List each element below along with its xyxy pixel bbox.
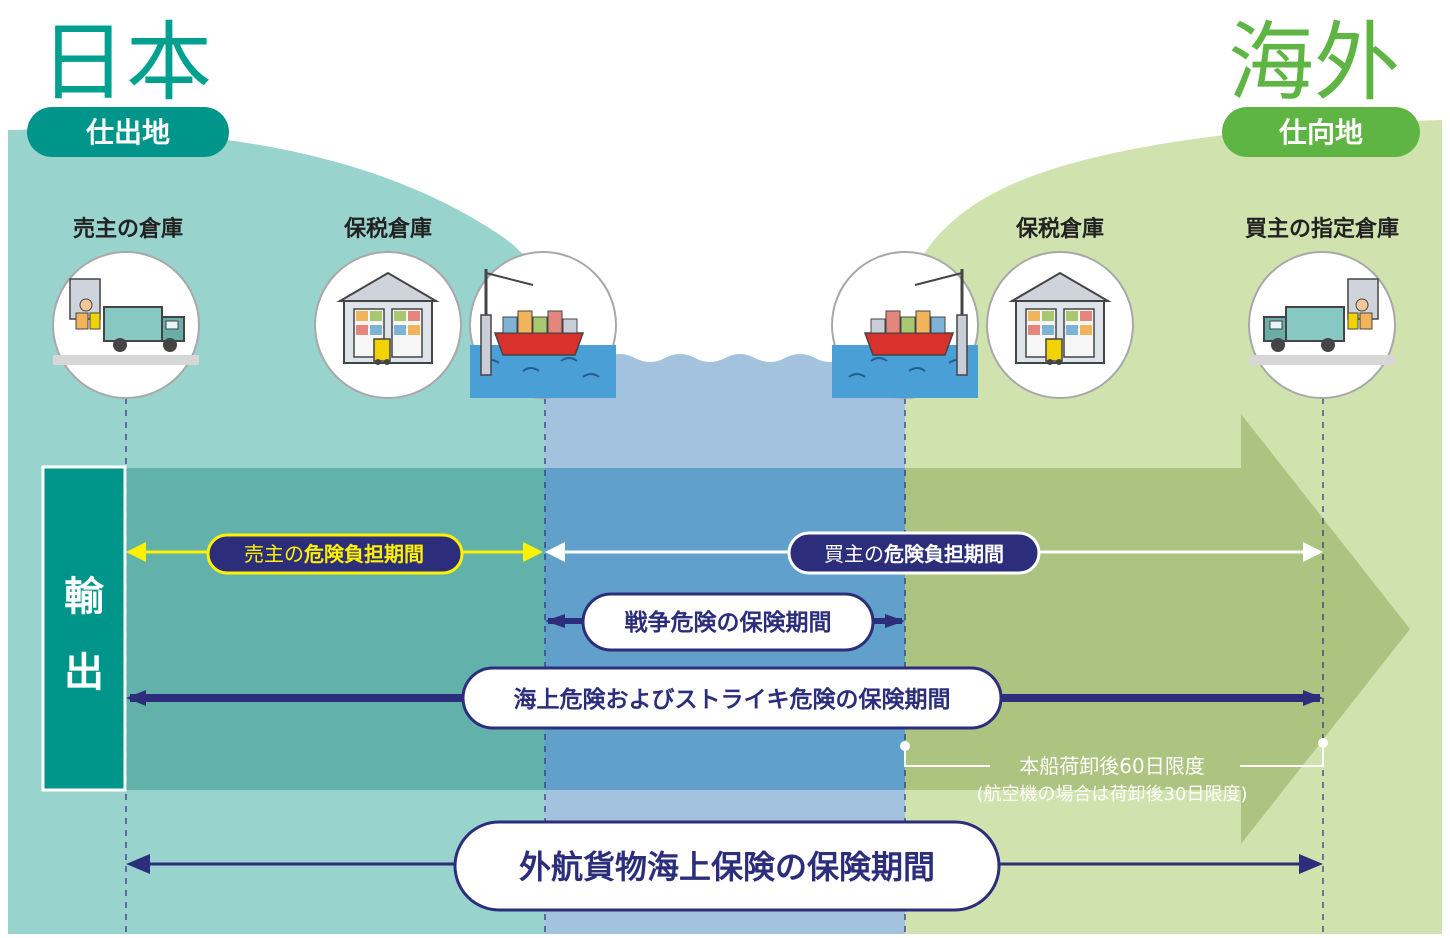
note-line1: 本船荷卸後60日限度 [1019, 754, 1204, 778]
destination-country-title: 海外 [1228, 13, 1400, 113]
marine-strike-label: 海上危険およびストライキ危険の保険期間 [514, 686, 951, 713]
seller-warehouse-truck-icon [52, 251, 200, 399]
destination-tag: 仕向地 [1278, 116, 1363, 149]
seller-risk-arrow-left [126, 542, 146, 562]
band-overseas-arrow [905, 414, 1410, 844]
bonded-warehouse-destination-icon [986, 251, 1134, 399]
marine-strike-pill [461, 666, 1003, 730]
svg-text:買主の危険負担期間: 買主の危険負担期間 [824, 542, 1004, 566]
buyer-risk-arrow-left [545, 542, 565, 562]
note-bracket [904, 746, 1324, 767]
port-ship-destination-icon [830, 250, 980, 400]
origin-country-title: 日本 [40, 13, 212, 113]
cargo-insurance-pill [453, 820, 1001, 912]
seller-risk-arrow-right [523, 542, 543, 562]
buyer-risk-prefix: 買主の [824, 542, 884, 566]
origin-tag: 仕出地 [85, 116, 170, 149]
cargo-insurance-label: 外航貨物海上保険の保険期間 [519, 848, 935, 886]
buyer-risk-label: 危険負担期間 [884, 542, 1004, 566]
war-risk-label: 戦争危険の保険期間 [625, 609, 832, 636]
band-japan [126, 468, 545, 790]
bonded-warehouse-icon [314, 251, 462, 399]
note-line2: (航空機の場合は荷卸後30日限度) [977, 784, 1248, 805]
war-risk-pill [581, 592, 875, 652]
seller-risk-pill [206, 533, 464, 575]
seller-risk-label: 危険負担期間 [304, 542, 424, 566]
export-side-label-char1: 輸 [64, 574, 105, 620]
buyer-risk-pill [787, 531, 1041, 575]
seller-risk-prefix: 売主の [244, 542, 304, 566]
location-bonded-warehouse-origin: 保税倉庫 [343, 216, 432, 242]
location-buyer-warehouse: 買主の指定倉庫 [1245, 216, 1399, 242]
buyer-risk-arrow-right [1303, 542, 1323, 562]
buyer-warehouse-truck-icon [1248, 251, 1396, 399]
location-bonded-warehouse-destination: 保税倉庫 [1015, 216, 1104, 242]
port-ship-icon [468, 250, 618, 400]
location-seller-warehouse: 売主の倉庫 [73, 216, 183, 242]
export-side-label-char2: 出 [64, 650, 104, 696]
export-side-label-box [41, 465, 127, 792]
origin-tag-bg [27, 107, 229, 157]
svg-text:売主の危険負担期間: 売主の危険負担期間 [244, 542, 424, 566]
destination-tag-bg [1222, 107, 1420, 157]
